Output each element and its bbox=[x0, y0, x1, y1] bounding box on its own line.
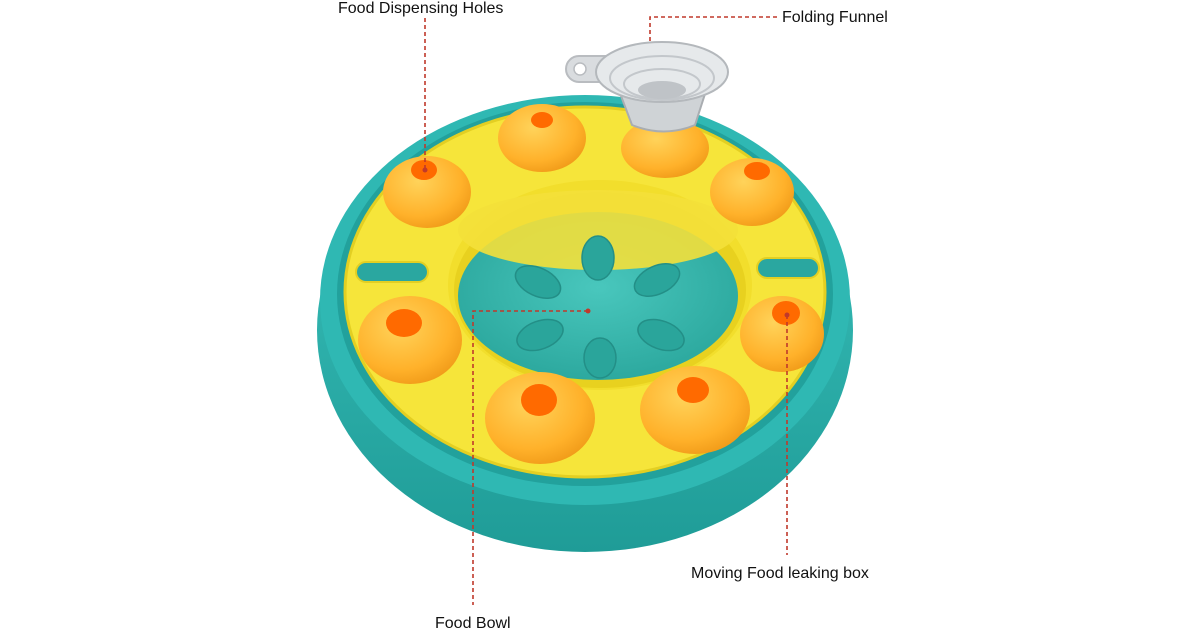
leader-dots bbox=[422, 167, 790, 318]
dome bbox=[740, 296, 824, 372]
tray-slot-right bbox=[756, 257, 820, 279]
bowl-nubs bbox=[514, 235, 685, 379]
dome bbox=[485, 372, 595, 464]
label-food-dispensing-holes: Food Dispensing Holes bbox=[338, 0, 504, 17]
label-moving-food-leaking-box: Moving Food leaking box bbox=[691, 565, 869, 582]
dome bbox=[498, 104, 586, 172]
tray-slot-left bbox=[355, 261, 429, 283]
dome bbox=[710, 158, 794, 226]
label-folding-funnel: Folding Funnel bbox=[782, 9, 888, 26]
food-dispensing-domes bbox=[358, 104, 824, 464]
label-food-bowl: Food Bowl bbox=[435, 615, 511, 632]
dome bbox=[383, 156, 471, 228]
leader-food-bowl bbox=[472, 310, 588, 605]
dome bbox=[640, 366, 750, 454]
food-bowl bbox=[448, 180, 752, 390]
folding-funnel bbox=[565, 41, 729, 133]
leader-folding-funnel bbox=[649, 16, 777, 43]
dome bbox=[621, 118, 709, 178]
dome bbox=[358, 296, 462, 384]
leader-lines bbox=[424, 16, 788, 605]
